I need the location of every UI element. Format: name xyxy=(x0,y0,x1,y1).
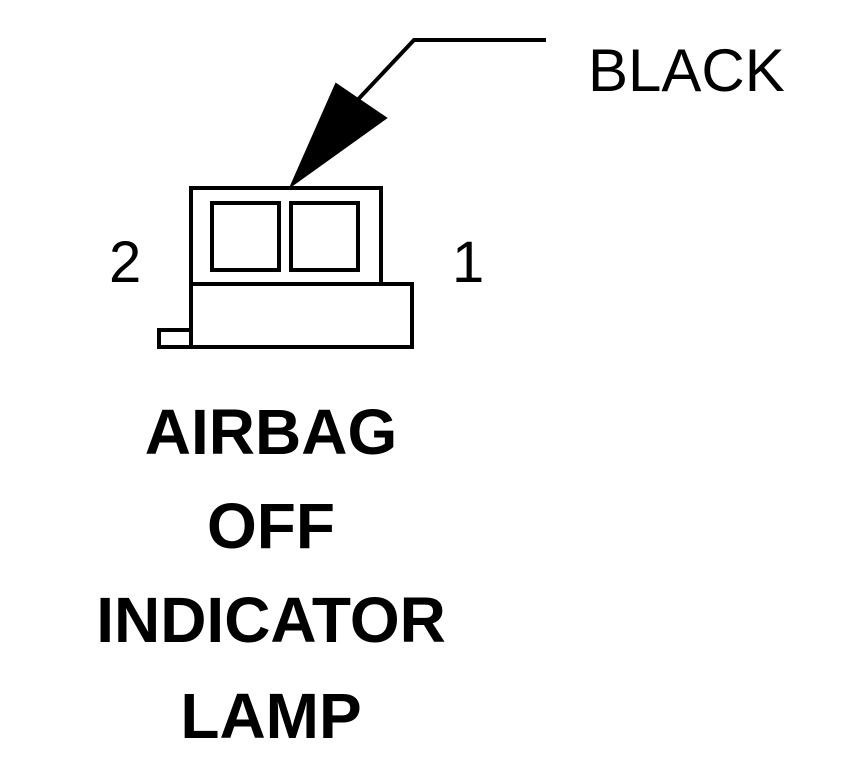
leader-line xyxy=(348,38,546,110)
connector-base xyxy=(189,282,414,349)
title-line-1: AIRBAG xyxy=(145,396,397,468)
title-line-4: LAMP xyxy=(180,680,361,752)
cavity-2 xyxy=(210,201,281,272)
pin-label-1: 1 xyxy=(452,230,484,295)
leader-arrowhead xyxy=(288,82,388,189)
connector-lock-tab xyxy=(157,328,193,349)
title-line-3: INDICATOR xyxy=(96,584,446,656)
wire-color-label: BLACK xyxy=(588,37,785,104)
cavity-1 xyxy=(289,201,360,272)
title-line-2: OFF xyxy=(207,490,335,562)
pin-label-2: 2 xyxy=(109,230,141,295)
